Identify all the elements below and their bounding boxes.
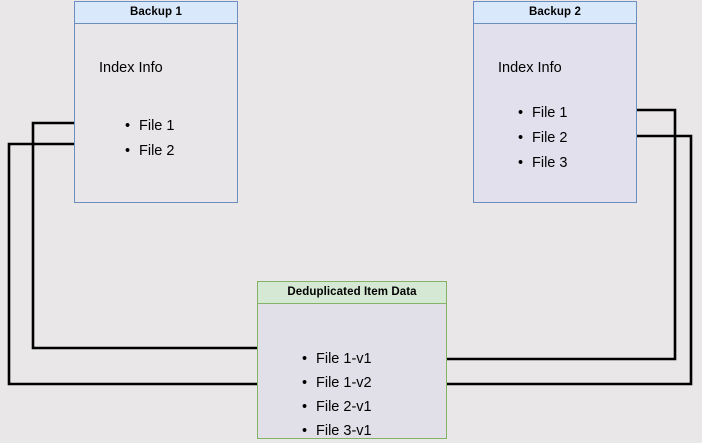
backup1-file-item: File 1: [123, 114, 174, 139]
dedup-file-list: File 1-v1 File 1-v2 File 2-v1 File 3-v1: [300, 347, 372, 443]
backup2-header-title: Backup 2: [474, 2, 636, 24]
dedup-file-item: File 3-v1: [300, 419, 372, 443]
backup2-index-info-label: Index Info: [498, 60, 562, 76]
backup1-index-info-label: Index Info: [99, 60, 163, 76]
backup2-file-item: File 3: [516, 151, 567, 176]
backup1-header-title: Backup 1: [75, 2, 237, 24]
backup2-body: Index Info File 1 File 2 File 3: [474, 24, 636, 202]
backup2-file-item: File 1: [516, 101, 567, 126]
dedup-body: File 1-v1 File 1-v2 File 2-v1 File 3-v1: [258, 304, 446, 443]
dedup-file-item: File 1-v2: [300, 371, 372, 395]
backup2-box[interactable]: Backup 2 Index Info File 1 File 2 File 3: [473, 1, 637, 203]
dedup-file-item: File 2-v1: [300, 395, 372, 419]
dedup-file-item: File 1-v1: [300, 347, 372, 371]
backup1-body: Index Info File 1 File 2: [75, 24, 237, 202]
deduplicated-item-data-box[interactable]: Deduplicated Item Data File 1-v1 File 1-…: [257, 281, 447, 443]
backup1-file-list: File 1 File 2: [123, 114, 174, 164]
backup1-box[interactable]: Backup 1 Index Info File 1 File 2: [74, 1, 238, 203]
backup1-file-item: File 2: [123, 139, 174, 164]
backup2-file-item: File 2: [516, 126, 567, 151]
backup2-file-list: File 1 File 2 File 3: [516, 101, 567, 176]
dedup-header-title: Deduplicated Item Data: [258, 282, 446, 304]
